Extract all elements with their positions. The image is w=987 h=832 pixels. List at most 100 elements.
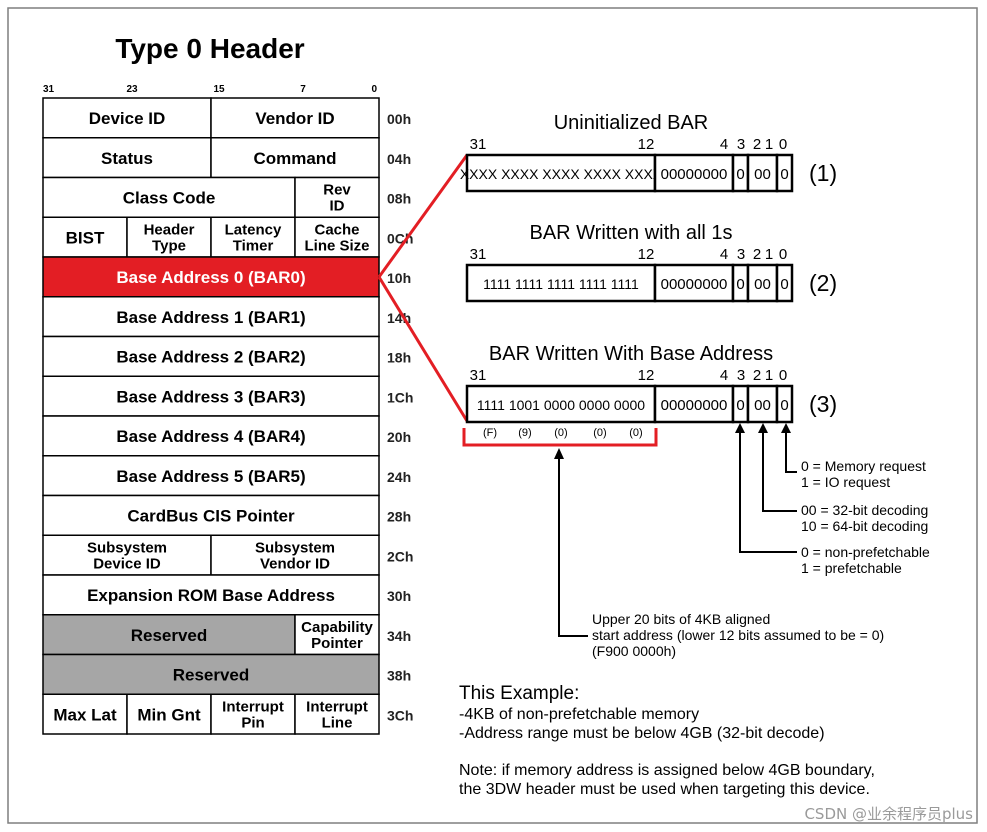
memory-io-line-1: 0 = Memory request [801, 458, 926, 474]
callout-arrows [558, 432, 797, 637]
header-offset-label: 0Ch [387, 230, 413, 246]
hex-digit-label: (F) [483, 427, 497, 439]
bar-bit-label: 0 [779, 367, 787, 384]
bar-bit-label: 0 [779, 136, 787, 153]
bar-bit-label: 12 [638, 246, 655, 263]
header-field-label: Reserved [131, 626, 208, 645]
bar-field-value: 00000000 [661, 166, 728, 183]
header-offset-label: 34h [387, 628, 411, 644]
header-field-label: Base Address 0 (BAR0) [116, 268, 305, 287]
header-field-label: Base Address 1 (BAR1) [116, 308, 305, 327]
header-field-label: Pin [241, 714, 264, 731]
header-field-cell [42, 455, 380, 497]
bar-field-value: 00 [754, 166, 771, 183]
arrow-prefetch [739, 432, 797, 553]
header-field-cell [42, 574, 380, 616]
hex-digit-label: (0) [629, 427, 642, 439]
header-row: Base Address 4 (BAR4)20h [42, 415, 411, 457]
header-field-cell [210, 693, 296, 735]
bar-field-value: 0 [736, 276, 744, 293]
bar-field-value: 0 [780, 276, 788, 293]
header-field-label: Header [144, 221, 195, 238]
header-field-cell [42, 494, 380, 536]
bar-field-cell [775, 153, 794, 193]
hex-digit-label: (9) [518, 427, 531, 439]
example-line-1: -4KB of non-prefetchable memory [459, 706, 699, 723]
bar-field-value: 00 [754, 397, 771, 414]
bar-field-cell [465, 384, 657, 424]
arrowhead-icon [735, 423, 745, 433]
header-field-label: Class Code [123, 189, 216, 208]
bar-field-cell [775, 263, 794, 303]
watermark: CSDN @业余程序员plus [804, 805, 973, 823]
bar-field-value: 1111 1001 0000 0000 0000 [477, 397, 645, 413]
header-field-label: ID [330, 198, 345, 215]
bar-bit-label: 12 [638, 136, 655, 153]
header-offset-label: 30h [387, 588, 411, 604]
bit-label-31: 31 [43, 84, 55, 95]
header-field-label: CardBus CIS Pointer [127, 507, 295, 526]
bar-bit-label: 3 [737, 246, 745, 263]
header-offset-label: 24h [387, 469, 411, 485]
connector-line-top [377, 154, 469, 278]
bar-example-tag: (1) [809, 160, 837, 186]
diagram-title: Type 0 Header [115, 33, 304, 64]
hex-digit-label: (0) [593, 427, 606, 439]
upper-bits-line-3: (F900 0000h) [592, 643, 676, 659]
memory-io-line-2: 1 = IO request [801, 474, 890, 490]
hex-digit-labels: (F) (9) (0) (0) (0) [483, 427, 643, 439]
bar-bit-label: 4 [720, 246, 728, 263]
bar-field-cell [775, 384, 794, 424]
arrow-decoding [762, 432, 797, 512]
header-offset-label: 1Ch [387, 389, 413, 405]
bit-scale: 31 23 15 7 0 [43, 84, 377, 95]
header-offset-label: 18h [387, 350, 411, 366]
header-offset-label: 10h [387, 270, 411, 286]
header-offset-label: 3Ch [387, 707, 413, 723]
header-field-cell [126, 216, 212, 258]
prefetch-line-1: 0 = non-prefetchable [801, 544, 930, 560]
upper-bits-line-1: Upper 20 bits of 4KB aligned [592, 611, 770, 627]
header-field-label: Vendor ID [260, 555, 330, 572]
bar-bit-label: 12 [638, 367, 655, 384]
header-field-cell [210, 97, 380, 139]
header-field-label: Status [101, 149, 153, 168]
header-offset-label: 20h [387, 429, 411, 445]
bar-bit-label: 1 [765, 367, 773, 384]
bar-bit-label: 31 [470, 246, 487, 263]
arrow-upper-bits [558, 456, 588, 637]
header-field-label: Type [152, 237, 186, 254]
header-field-label: Line Size [304, 237, 369, 254]
header-field-label: BIST [66, 228, 105, 247]
header-row: Base Address 2 (BAR2) 18h [42, 335, 411, 377]
callout-texts: 0 = Memory request 1 = IO request 00 = 3… [592, 458, 930, 659]
header-field-label: Base Address 2 (BAR2) [116, 348, 305, 367]
connector-line-bottom [377, 276, 469, 422]
bar-field-value: 0 [780, 397, 788, 414]
bar0-connector [377, 154, 469, 422]
bar-register-title: BAR Written With Base Address [489, 343, 773, 365]
arrowhead-icon [554, 448, 564, 459]
header-field-label: Cache [314, 221, 359, 238]
header-field-label: Max Lat [53, 705, 117, 724]
header-field-label: Latency [225, 221, 282, 238]
header-field-label: Capability [301, 619, 373, 636]
header-field-label: Vendor ID [255, 109, 334, 128]
arrowhead-icon [781, 423, 791, 433]
bit-label-7: 7 [300, 84, 306, 95]
bar-field-cell [653, 153, 735, 193]
header-row: Base Address 5 (BAR5)24h [42, 455, 411, 497]
arrowhead-icon [758, 423, 768, 433]
header-field-label: Device ID [89, 109, 166, 128]
bar-bit-label: 1 [765, 136, 773, 153]
header-field-cell [126, 693, 212, 735]
